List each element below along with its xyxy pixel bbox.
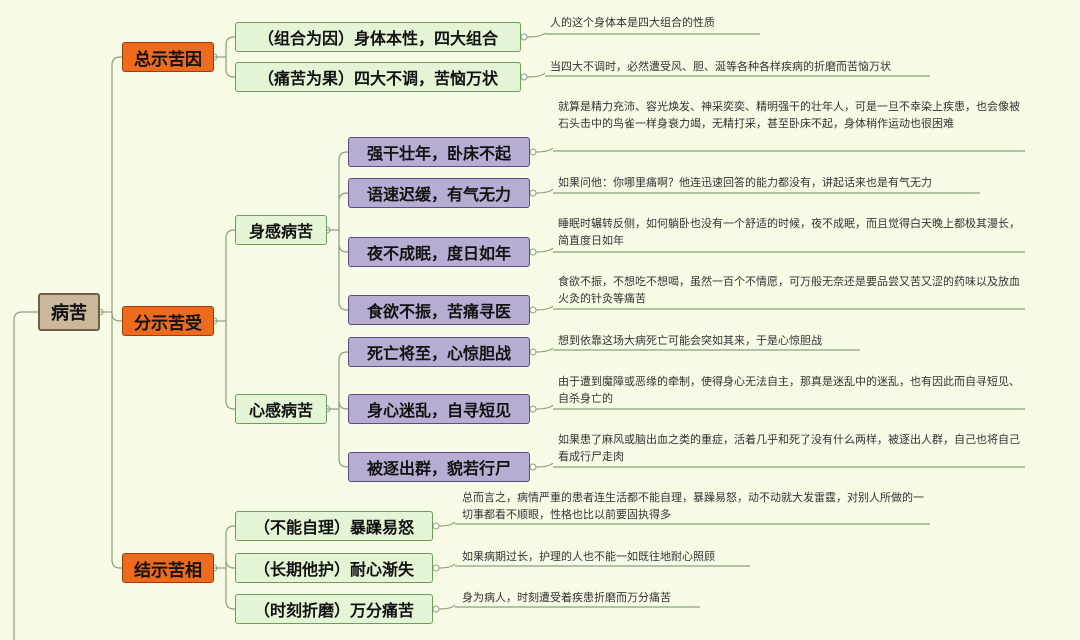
note-link-11 [438, 604, 456, 610]
note-link-1 [526, 72, 546, 78]
body-note-4: 食欲不振，不想吃不想喝，虽然一百个不情愿，可万般无奈还是要品尝又苦又涩的药味以及… [558, 275, 1020, 305]
note-connector-dot-1 [520, 73, 528, 81]
note-link-3 [535, 188, 554, 194]
aspect-item-3[interactable]: （时刻折磨）万分痛苦 [235, 594, 433, 624]
mind-item-2[interactable]: 身心迷乱，自寻短见 [348, 394, 530, 424]
feelings-branches-branch-0 [225, 229, 235, 239]
group-node-mind[interactable]: 心感病苦 [235, 394, 327, 424]
body-note-3: 睡眠时辗转反侧，如何躺卧也没有一个舒适的时候，夜不成眠，而且觉得白天晚上都极其漫… [558, 217, 1020, 247]
section-node-cause[interactable]: 总示苦因 [122, 42, 214, 72]
cause-note-2: 当四大不调时，必然遭受风、胆、涎等各种各样疾病的折磨而苦恼万状 [550, 60, 891, 73]
cause-branches-branch-0 [225, 36, 235, 46]
body-note-2: 如果问他：你哪里痛啊？他连迅速回答的能力都没有，讲起话来也是有气无力 [558, 176, 932, 189]
mind-branches-branch-1 [338, 400, 348, 410]
cause-note-1: 人的这个身体本是四大组合的性质 [550, 16, 715, 29]
note-link-9 [438, 521, 456, 527]
aspect-item-1[interactable]: （不能自理）暴躁易怒 [235, 511, 433, 541]
note-connector-dot-5 [529, 306, 537, 314]
note-connector-dot-2 [529, 148, 537, 156]
note-link-7 [535, 404, 554, 410]
body-note-1: 就算是精力充沛、容光焕发、神采奕奕、精明强干的壮年人，可是一旦不幸染上疾患，也会… [558, 100, 1020, 130]
body-branches-branch-0 [338, 151, 348, 161]
note-connector-dot-7 [529, 405, 537, 413]
aspects-branches-branch-2 [225, 600, 235, 610]
body-item-4[interactable]: 食欲不振，苦痛寻医 [348, 295, 530, 325]
mind-note-2: 由于遭到魔障或恶缘的牵制，使得身心无法自主，那真是迷乱中的迷乱，也有因此而自寻短… [558, 375, 1020, 405]
aspect-note-1: 总而言之，病情严重的患者连生活都不能自理，暴躁易怒，动不动就大发雷霆，对别人所做… [462, 491, 924, 521]
aspect-item-2[interactable]: （长期他护）耐心渐失 [235, 553, 433, 583]
note-link-6 [535, 347, 554, 353]
mind-branches-branch-0 [338, 351, 348, 361]
cause-item-2[interactable]: （痛苦为果）四大不调，苦恼万状 [235, 62, 521, 92]
mind-item-3[interactable]: 被逐出群，貌若行尸 [348, 452, 530, 482]
body-branches-branch-2 [338, 243, 348, 253]
cause-branches-branch-1 [225, 68, 235, 78]
note-link-0 [526, 32, 546, 38]
group-node-body[interactable]: 身感病苦 [235, 215, 327, 245]
aspects-branches-branch-1 [225, 559, 235, 569]
note-connector-dot-10 [432, 564, 440, 572]
note-connector-dot-3 [529, 189, 537, 197]
mind-branches-branch-2 [338, 458, 348, 468]
body-item-1[interactable]: 强干壮年，卧床不起 [348, 137, 530, 167]
note-link-2 [535, 147, 554, 153]
body-branches-branch-3 [338, 301, 348, 311]
mind-note-1: 想到依靠这场大病死亡可能会突如其来，于是心惊胆战 [558, 334, 822, 347]
root-branches-branch-2 [111, 559, 122, 569]
feelings-branches-branch-1 [225, 400, 235, 410]
note-link-4 [535, 247, 554, 253]
root-branches-branch-1 [111, 312, 122, 322]
body-item-3[interactable]: 夜不成眠，度日如年 [348, 237, 530, 267]
section-node-aspects[interactable]: 结示苦相 [122, 553, 214, 583]
note-connector-dot-0 [520, 33, 528, 41]
body-branches-branch-1 [338, 192, 348, 202]
note-connector-dot-9 [432, 522, 440, 530]
aspect-note-3: 身为病人，时刻遭受着疾患折磨而万分痛苦 [462, 591, 671, 604]
aspects-branches-branch-0 [225, 525, 235, 535]
root-branches-branch-0 [111, 56, 122, 66]
root-node[interactable]: 病苦 [38, 293, 100, 331]
body-item-2[interactable]: 语速迟缓，有气无力 [348, 178, 530, 208]
mind-item-1[interactable]: 死亡将至，心惊胆战 [348, 337, 530, 367]
mind-note-3: 如果患了麻风或脑出血之类的重症，活着几乎和死了没有什么两样，被逐出人群，自己也将… [558, 433, 1020, 463]
note-link-8 [535, 462, 554, 468]
note-connector-dot-8 [529, 463, 537, 471]
note-connector-dot-6 [529, 348, 537, 356]
note-link-10 [438, 563, 456, 569]
section-node-feelings[interactable]: 分示苦受 [122, 306, 214, 336]
cause-item-1[interactable]: （组合为因）身体本性，四大组合 [235, 22, 521, 52]
note-link-5 [535, 305, 554, 311]
aspect-note-2: 如果病期过长，护理的人也不能一如既往地耐心照顾 [462, 550, 715, 563]
root-left-stub [13, 311, 38, 640]
note-connector-dot-4 [529, 248, 537, 256]
note-connector-dot-11 [432, 605, 440, 613]
